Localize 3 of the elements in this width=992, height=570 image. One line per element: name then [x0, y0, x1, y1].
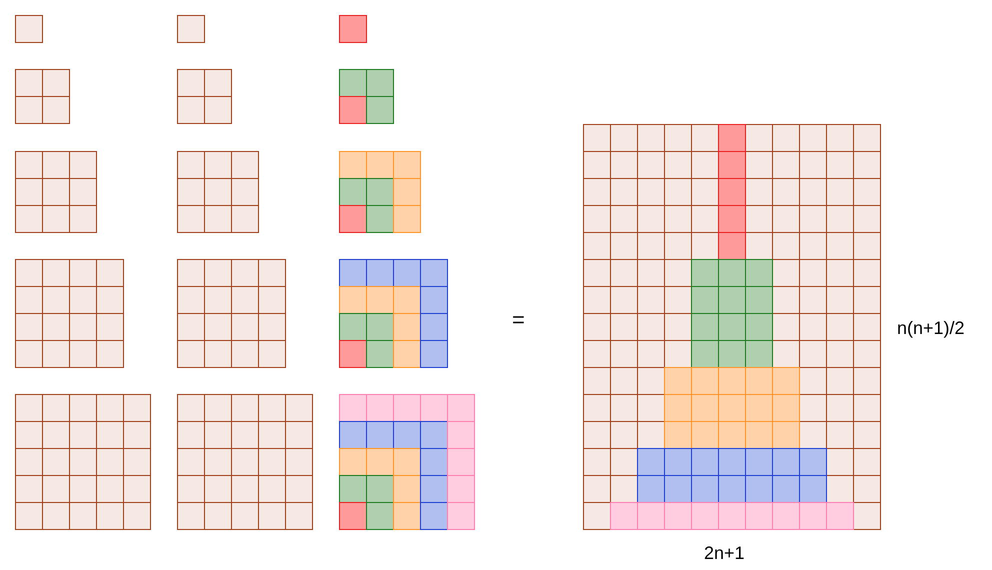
equals-sign: = — [512, 307, 525, 333]
height-label: n(n+1)/2 — [897, 318, 965, 339]
width-label: 2n+1 — [704, 543, 745, 564]
